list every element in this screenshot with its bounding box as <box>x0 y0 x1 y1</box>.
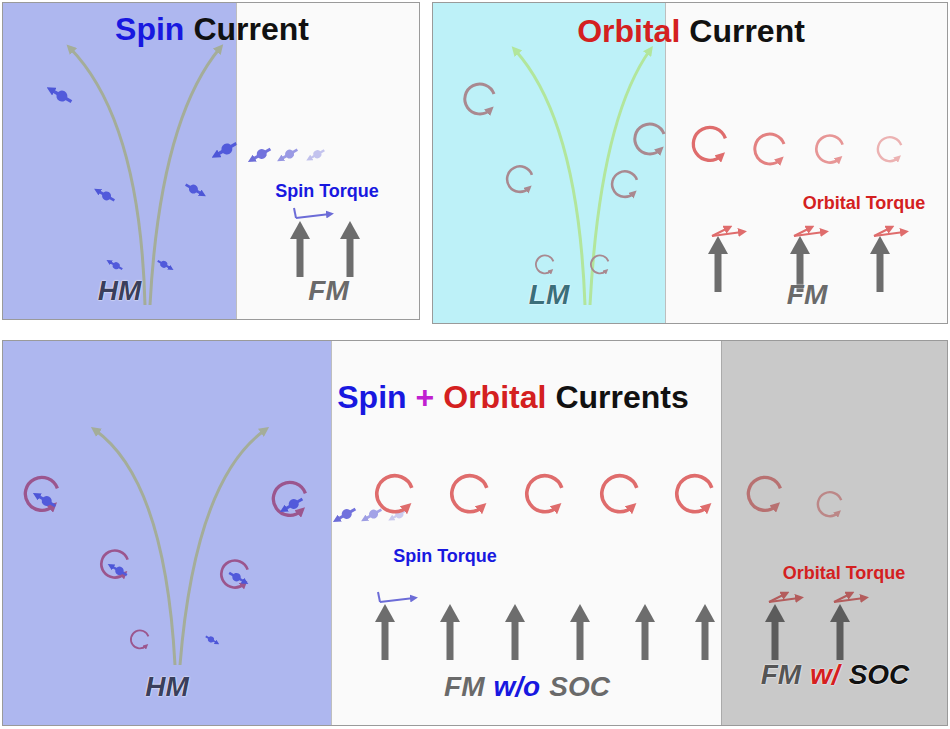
layer-box: FM Spin Torque <box>236 3 419 319</box>
text-group: Orbital Torque <box>754 563 934 584</box>
layer-box: HM <box>3 3 236 319</box>
panel-heading: Currents <box>555 379 688 416</box>
layer-box: HM <box>3 341 331 725</box>
text-group: FM <box>666 279 948 311</box>
layer-label: SOC <box>549 671 610 703</box>
panel-heading: Current <box>193 11 309 48</box>
layer-label: HM <box>98 275 142 307</box>
text-group: FM <box>237 275 420 307</box>
panel: OrbitalCurrentLM FM Orbital Torque <box>432 2 948 324</box>
layer-label: LM <box>529 279 569 311</box>
text-group: Spin +OrbitalCurrents <box>253 379 773 416</box>
panel: Spin+OrbitalCurrentsHMFMw/oSOCSpin Torqu… <box>2 340 948 726</box>
layer-label: FM <box>787 279 827 311</box>
panel: SpinCurrentHM FM Spin Torque <box>2 2 420 320</box>
layer-box: FM Orbital Torque <box>665 3 947 323</box>
layer-label: FM <box>761 659 801 691</box>
panel-heading: Spin <box>337 379 406 416</box>
text-group: OrbitalCurrent <box>433 13 949 50</box>
layer-label: HM <box>145 671 189 703</box>
layer-box: FM w/SOC Orbital Torque <box>721 341 947 725</box>
torque-label: Orbital Torque <box>783 563 906 584</box>
layer-label: w/o <box>494 671 541 703</box>
panel-heading: Current <box>689 13 805 50</box>
text-group: HM <box>3 671 331 703</box>
panel-heading: Spin <box>115 11 184 48</box>
text-group: Orbital Torque <box>784 193 944 214</box>
text-group: Spin Torque <box>370 546 520 567</box>
layer-label: FM <box>308 275 348 307</box>
panel-heading: Orbital <box>577 13 680 50</box>
text-group: Spin Torque <box>247 181 407 202</box>
layer-label: FM <box>444 671 484 703</box>
torque-label: Orbital Torque <box>803 193 926 214</box>
text-group: SpinCurrent <box>3 11 421 48</box>
panel-heading: + <box>416 379 435 416</box>
panel-heading: Orbital <box>443 379 546 416</box>
torque-label: Spin Torque <box>393 546 497 567</box>
layer-label: SOC <box>849 659 910 691</box>
torque-label: Spin Torque <box>275 181 379 202</box>
layer-label: w/ <box>810 659 840 691</box>
text-group: LM <box>433 279 665 311</box>
layer-box: LM <box>433 3 665 323</box>
text-group: FM w/oSOC <box>332 671 722 703</box>
text-group: FM w/SOC <box>722 659 948 691</box>
text-group: HM <box>3 275 236 307</box>
